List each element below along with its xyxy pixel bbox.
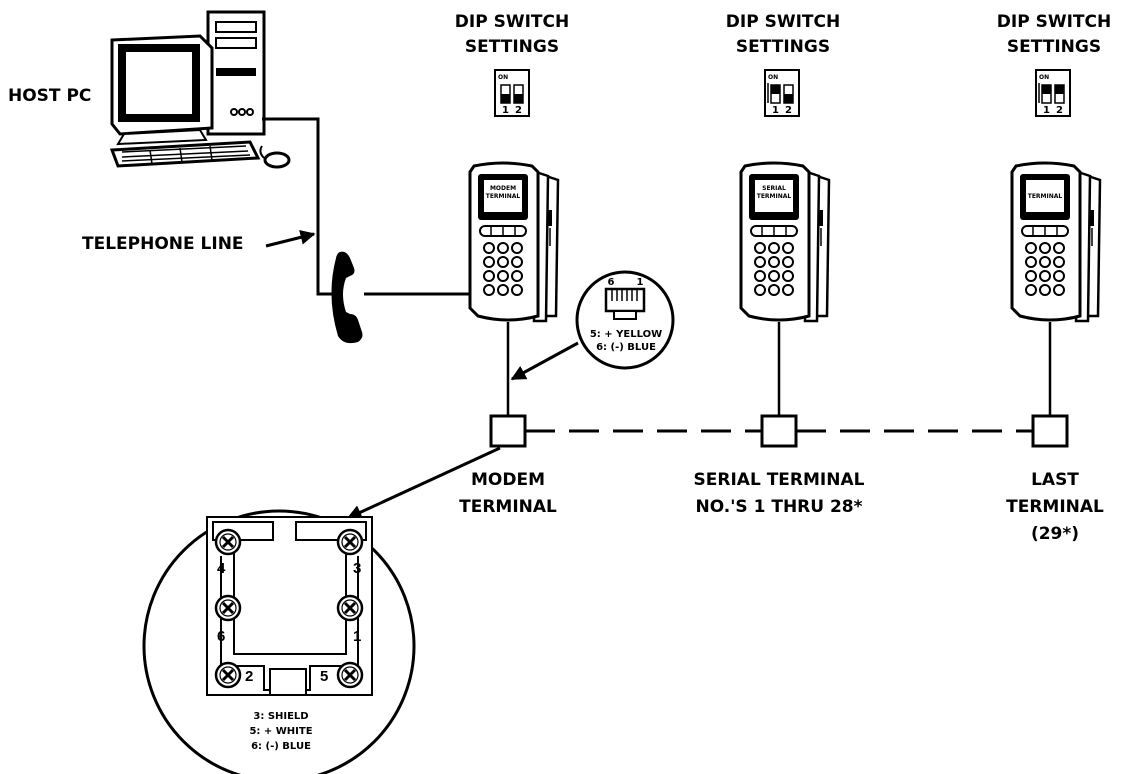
svg-text:2: 2: [515, 105, 522, 116]
telephone-line-arrow: [265, 229, 316, 248]
svg-text:6: 6: [217, 628, 225, 645]
svg-text:2: 2: [245, 668, 253, 685]
svg-text:DIP SWITCH: DIP SWITCH: [997, 12, 1111, 32]
svg-text:6: 6: [608, 277, 615, 288]
svg-text:6: (-) BLUE: 6: (-) BLUE: [596, 342, 656, 353]
host-pc-icon: [109, 10, 291, 169]
jack-callout: 6 1 5: + YELLOW 6: (-) BLUE: [575, 270, 675, 370]
svg-text:ON: ON: [1039, 74, 1049, 81]
terminal-block-callout: 4 3 6 1 2 5 3: SHIELD 5: + WHITE 6: (-) …: [142, 509, 416, 774]
svg-text:ON: ON: [498, 74, 508, 81]
svg-text:SETTINGS: SETTINGS: [465, 37, 559, 57]
svg-text:SETTINGS: SETTINGS: [736, 37, 830, 57]
svg-text:1: 1: [772, 105, 779, 116]
svg-text:SERIAL: SERIAL: [762, 185, 786, 192]
svg-text:MODEM: MODEM: [490, 185, 516, 192]
svg-text:1: 1: [353, 628, 361, 645]
svg-text:3: 3: [353, 560, 361, 577]
telephone-line-wire: [262, 117, 340, 296]
telephone-handset-icon: [331, 251, 363, 344]
svg-text:4: 4: [217, 560, 226, 577]
svg-text:SETTINGS: SETTINGS: [1007, 37, 1101, 57]
terminal-block-arrow: [346, 446, 501, 520]
svg-text:DIP SWITCH: DIP SWITCH: [455, 12, 569, 32]
modem-terminal-label: MODEM TERMINAL: [459, 470, 557, 517]
dip-title-last: DIP SWITCH SETTINGS: [997, 12, 1111, 57]
serial-junction-box: [760, 414, 798, 448]
host-pc-label: HOST PC: [8, 86, 91, 106]
svg-text:1: 1: [637, 277, 644, 288]
dip-title-modem: DIP SWITCH SETTINGS: [455, 12, 569, 57]
svg-text:5: 5: [320, 668, 328, 685]
dip-title-serial: DIP SWITCH SETTINGS: [726, 12, 840, 57]
svg-text:DIP SWITCH: DIP SWITCH: [726, 12, 840, 32]
svg-text:TERMINAL: TERMINAL: [757, 193, 792, 200]
svg-text:(29*): (29*): [1031, 524, 1079, 544]
svg-text:ON: ON: [768, 74, 778, 81]
svg-text:TERMINAL: TERMINAL: [486, 193, 521, 200]
telephone-line-label: TELEPHONE LINE: [82, 234, 244, 254]
dip-switch-serial: ON 1 2: [764, 69, 800, 117]
svg-text:6: (-) BLUE: 6: (-) BLUE: [251, 741, 311, 752]
svg-text:5: + YELLOW: 5: + YELLOW: [590, 329, 662, 340]
svg-text:MODEM: MODEM: [471, 470, 545, 490]
serial-terminal-label: SERIAL TERMINAL NO.'S 1 THRU 28*: [694, 470, 865, 517]
modem-terminal-unit: MODEM TERMINAL: [468, 161, 560, 323]
jack-callout-arrow: [510, 341, 579, 381]
svg-text:TERMINAL: TERMINAL: [459, 497, 557, 517]
svg-text:2: 2: [785, 105, 792, 116]
dip-switch-last: ON 1 2: [1035, 69, 1071, 117]
last-terminal-unit: TERMINAL: [1010, 161, 1102, 323]
dip-switch-modem: ON 1 2: [494, 69, 530, 117]
svg-text:SERIAL TERMINAL: SERIAL TERMINAL: [694, 470, 865, 490]
svg-text:TERMINAL: TERMINAL: [1028, 193, 1063, 200]
svg-text:2: 2: [1056, 105, 1063, 116]
svg-text:NO.'S 1 THRU 28*: NO.'S 1 THRU 28*: [695, 497, 862, 517]
last-terminal-label: LAST TERMINAL (29*): [1006, 470, 1104, 544]
svg-text:5: + WHITE: 5: + WHITE: [249, 726, 312, 737]
modem-junction-box: [489, 414, 527, 448]
svg-text:3: SHIELD: 3: SHIELD: [253, 711, 308, 722]
svg-text:1: 1: [1043, 105, 1050, 116]
last-junction-box: [1031, 414, 1069, 448]
svg-text:TERMINAL: TERMINAL: [1006, 497, 1104, 517]
svg-text:1: 1: [502, 105, 509, 116]
svg-text:LAST: LAST: [1031, 470, 1079, 490]
serial-terminal-unit: SERIAL TERMINAL: [739, 161, 831, 323]
